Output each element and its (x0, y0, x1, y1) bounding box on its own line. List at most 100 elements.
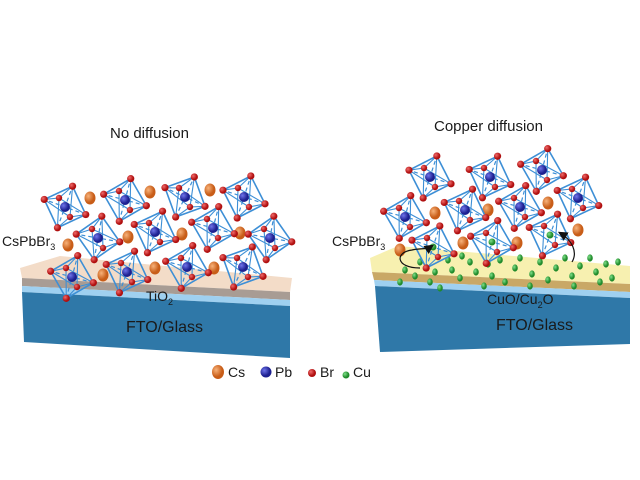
br-atom (116, 238, 124, 246)
pb-atom (67, 272, 77, 282)
glass-light-band (374, 280, 630, 298)
cu-atom (571, 282, 577, 290)
bond (426, 237, 455, 255)
cs-atom (429, 206, 441, 220)
legend-br-icon (308, 369, 316, 377)
bond (77, 255, 95, 284)
bond (528, 227, 544, 257)
pb-atom (150, 227, 160, 237)
bond (525, 185, 543, 214)
cu-atom (537, 258, 543, 266)
br-atom (450, 250, 458, 258)
bond (101, 215, 121, 243)
bond (247, 215, 275, 235)
octahedron (405, 152, 455, 202)
bond (56, 197, 60, 228)
pb-atom (208, 223, 218, 233)
bond (118, 205, 147, 223)
pb-atom (460, 205, 470, 215)
br-atom (172, 213, 180, 221)
br-atom (532, 157, 540, 165)
br-atom (433, 152, 441, 160)
bond (43, 199, 59, 229)
bond (133, 223, 161, 243)
br-atom (467, 232, 475, 240)
bond (541, 225, 545, 256)
bond (105, 264, 121, 294)
br-atom (395, 234, 403, 242)
bond (263, 228, 267, 260)
bond (497, 220, 515, 249)
cu-atom (569, 272, 575, 280)
octahedron (72, 212, 124, 264)
cu-atom (593, 268, 599, 276)
cs-atom (84, 191, 96, 205)
bond (247, 233, 276, 249)
cu-atom (609, 274, 615, 282)
octahedron (553, 173, 603, 223)
bond (528, 226, 556, 246)
br-atom (143, 249, 152, 257)
bond (164, 176, 195, 189)
cu-atom (488, 238, 496, 246)
br-atom (525, 223, 533, 232)
br-atom (553, 186, 561, 195)
bond (247, 233, 267, 261)
br-atom (270, 212, 278, 220)
bond (251, 246, 264, 277)
bond (457, 216, 487, 232)
bond (65, 282, 94, 300)
octahedron (517, 145, 567, 195)
bond (175, 205, 206, 218)
cs-atom (234, 226, 246, 240)
br-atom (230, 283, 238, 291)
bond (437, 225, 441, 258)
cs-atom (482, 203, 494, 217)
br-atom (214, 234, 222, 242)
bond (50, 270, 78, 288)
br-atom (510, 224, 518, 232)
br-atom (130, 247, 139, 255)
bond (410, 195, 428, 224)
bond (398, 222, 427, 240)
bond (443, 201, 471, 221)
br-atom (244, 273, 252, 281)
pb-atom (93, 233, 103, 243)
br-atom (260, 225, 268, 233)
bond (483, 167, 512, 186)
bond (496, 220, 499, 253)
br-atom (40, 195, 48, 204)
br-atom (434, 253, 442, 261)
br-atom (186, 203, 194, 211)
br-atom (142, 202, 150, 210)
bond (222, 189, 238, 219)
pb-atom (120, 195, 130, 205)
cu-atom (489, 272, 495, 280)
bond (105, 263, 133, 283)
br-atom (73, 283, 81, 291)
bond (471, 188, 487, 218)
br-atom (55, 194, 63, 202)
bond (180, 257, 209, 274)
br-atom (422, 219, 430, 227)
br-atom (395, 204, 403, 212)
br-atom (288, 238, 296, 246)
pb-atom (537, 165, 547, 175)
br-atom (422, 264, 430, 272)
cu-atom (587, 254, 593, 262)
cu-atom (473, 268, 479, 276)
bond (148, 222, 177, 241)
bond (164, 187, 191, 208)
bond (485, 247, 514, 265)
br-atom (144, 275, 152, 284)
bond (408, 169, 436, 188)
bond (69, 186, 74, 218)
bond (263, 228, 292, 243)
bond (222, 257, 235, 288)
br-atom (482, 213, 490, 222)
bond (103, 193, 131, 211)
br-atom (47, 267, 55, 275)
bond (481, 167, 485, 198)
br-atom (248, 243, 256, 251)
